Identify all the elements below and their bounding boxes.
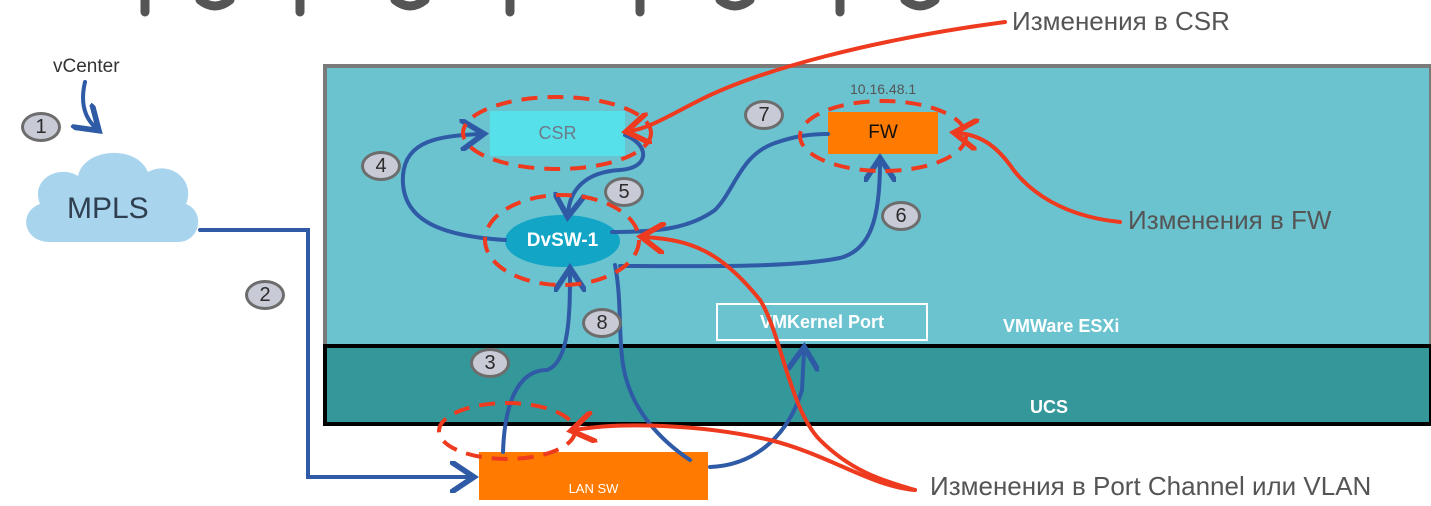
step-badge-3: 3: [470, 348, 510, 378]
step-badge-1: 1: [21, 112, 61, 142]
step-badge-5: 5: [604, 177, 644, 207]
fw-change-label: Изменения в FW: [1128, 205, 1332, 235]
csr-node[interactable]: CSR: [490, 111, 625, 156]
step-badge-2: 2: [245, 280, 285, 310]
fw-ip-label: 10.16.48.1: [850, 81, 917, 97]
vmkernel-label: VMKernel Port: [759, 312, 885, 332]
lan-sw-node[interactable]: LAN SW: [479, 452, 708, 500]
vmware-esxi-label: VMWare ESXi: [1003, 316, 1120, 336]
step-badge-6: 6: [881, 201, 921, 231]
lan-sw-label: LAN SW: [568, 481, 619, 496]
csr-label: CSR: [538, 123, 577, 143]
fw-node[interactable]: FW: [828, 112, 938, 154]
mpls-cloud-icon: [26, 152, 199, 242]
step-badge-4: 4: [361, 151, 401, 181]
ucs-label: UCS: [1030, 397, 1069, 417]
step-badge-8: 8: [582, 308, 622, 338]
mpls-label: MPLS: [67, 192, 149, 225]
dvsw-node[interactable]: DvSW-1: [505, 215, 620, 267]
fw-label: FW: [868, 122, 898, 143]
csr-change-label: Изменения в CSR: [1012, 6, 1230, 36]
step-badge-7: 7: [744, 100, 784, 130]
dvsw-label: DvSW-1: [526, 230, 599, 251]
vcenter-label: vCenter: [53, 56, 120, 77]
vmkernel-port-node[interactable]: VMKernel Port: [716, 303, 928, 341]
pc-vlan-change-label: Изменения в Port Channel или VLAN: [930, 471, 1372, 501]
